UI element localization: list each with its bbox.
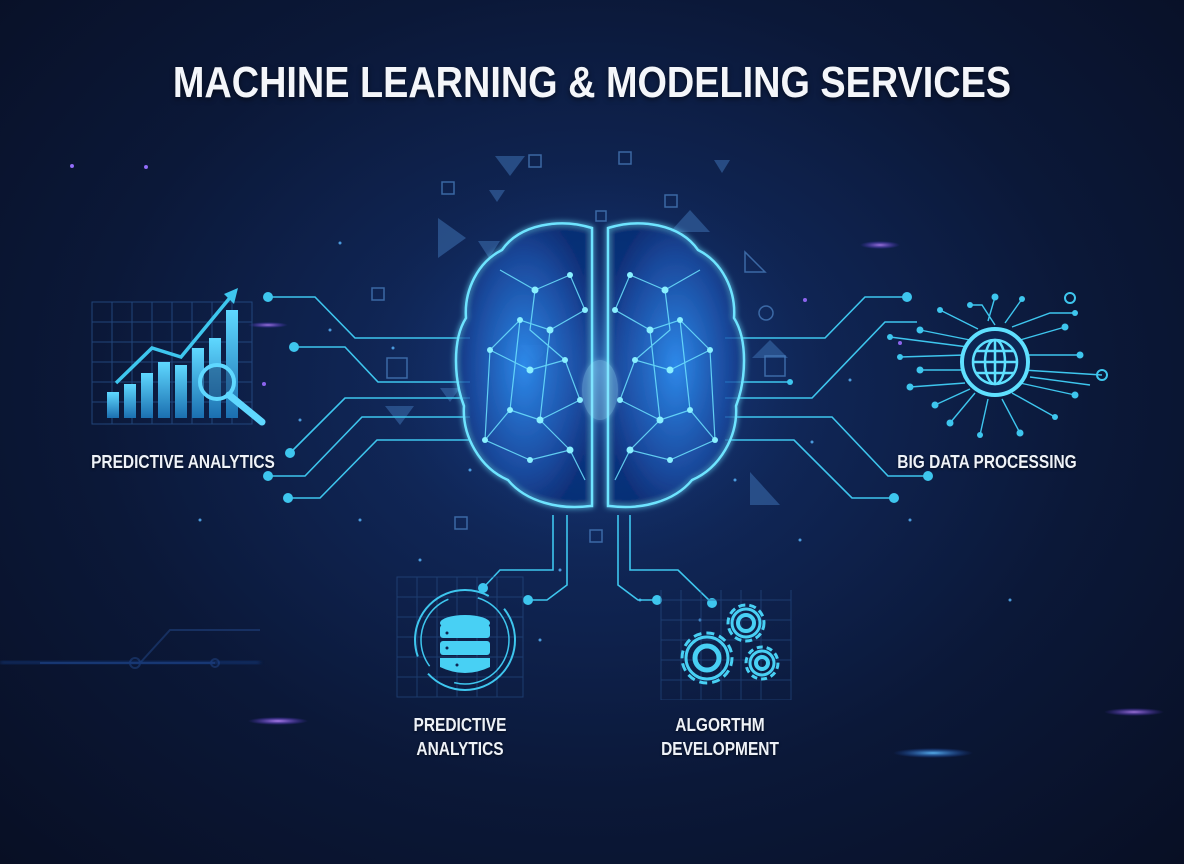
page-title: MACHINE LEARNING & MODELING SERVICES xyxy=(172,58,1012,107)
label-line-2: ANALYTICS xyxy=(416,739,504,759)
brain-icon xyxy=(454,222,746,509)
label-line-1: PREDICTIVE xyxy=(413,715,507,735)
database-icon xyxy=(396,576,524,698)
big-data-processing-label: BIG DATA PROCESSING xyxy=(897,452,1077,472)
predictive-analytics-label: PREDICTIVE ANALYTICS xyxy=(91,452,275,472)
globe-circuit-icon xyxy=(887,292,1108,438)
label-line-1: ALGORTHM xyxy=(675,715,765,735)
gears-icon xyxy=(660,590,792,700)
label-line-2: DEVELOPMENT xyxy=(661,739,779,759)
bar-chart-magnifier-icon xyxy=(91,288,266,426)
predictive-analytics-bottom-label: PREDICTIVE ANALYTICS xyxy=(374,713,546,761)
algorithm-development-label: ALGORTHM DEVELOPMENT xyxy=(634,713,806,761)
